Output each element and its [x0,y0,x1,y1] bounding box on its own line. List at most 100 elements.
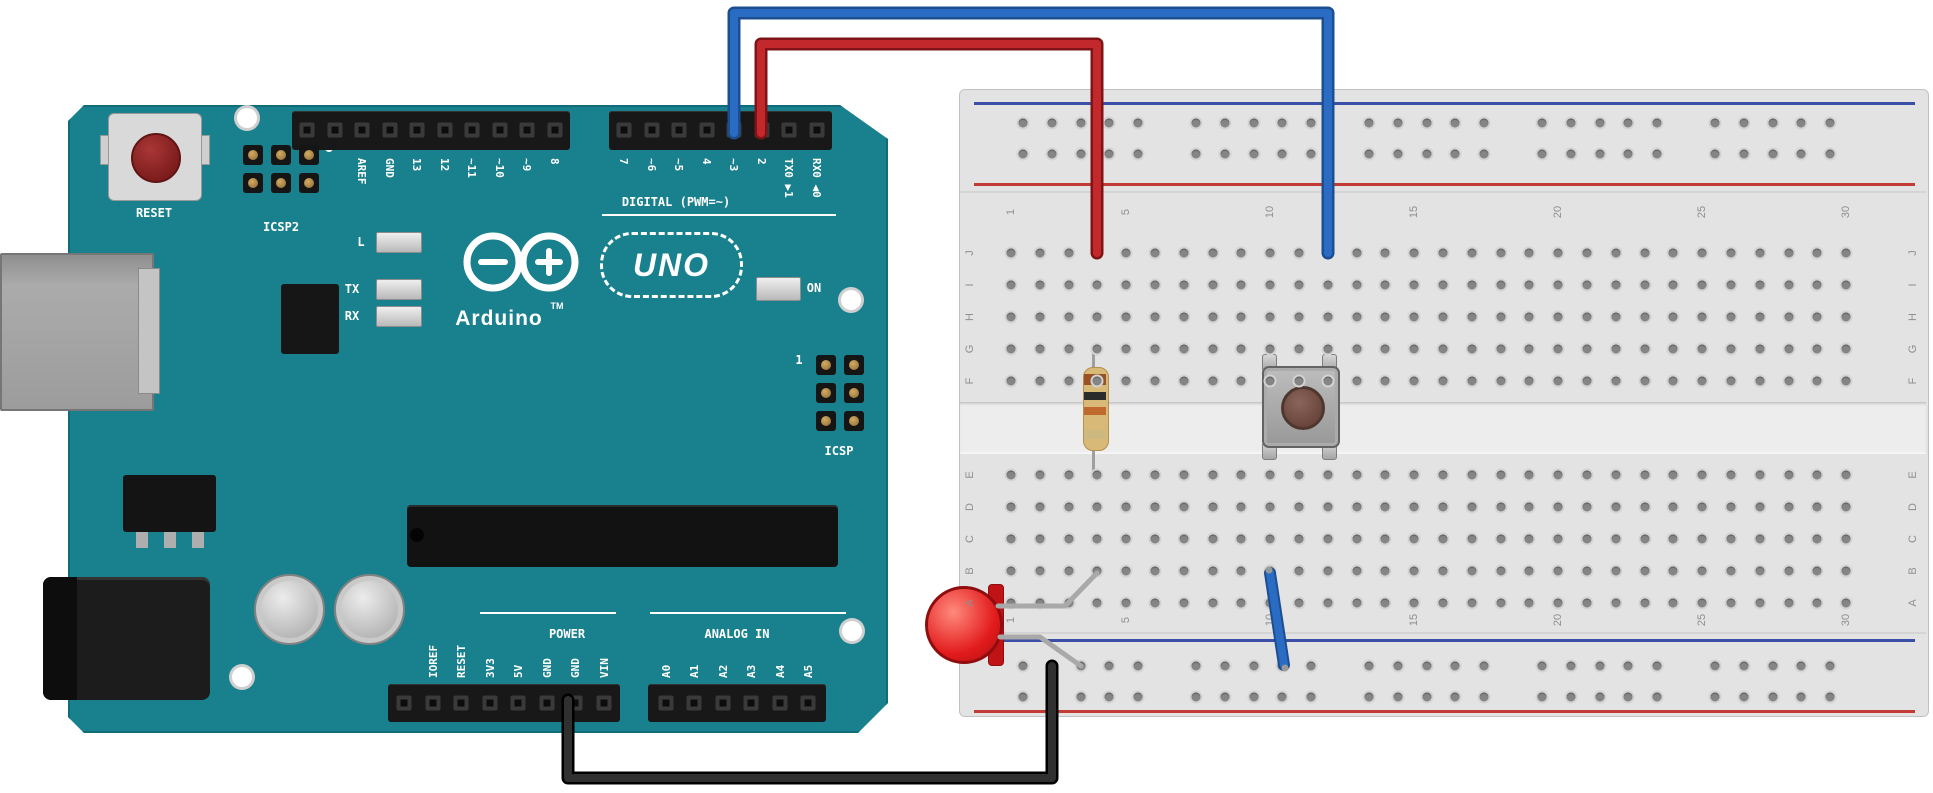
breadboard-hole [1841,344,1851,354]
breadboard-hole [1496,598,1506,608]
breadboard-hole [1524,280,1534,290]
breadboard-hole [1595,118,1605,128]
breadboard-hole [1524,470,1534,480]
breadboard-hole [1409,502,1419,512]
breadboard-hole [1479,118,1489,128]
breadboard-hole [1179,248,1189,258]
breadboard-hole [1812,376,1822,386]
breadboard-hole [1496,344,1506,354]
breadboard-hole [1739,692,1749,702]
breadboard-hole [1755,566,1765,576]
breadboard-hole [1179,376,1189,386]
breadboard-hole [1841,534,1851,544]
breadboard-hole [1640,280,1650,290]
breadboard-hole [1208,566,1218,576]
breadboard-hole [1352,502,1362,512]
breadboard-hole [1438,502,1448,512]
breadboard-hole [1537,149,1547,159]
resistor-lead [1092,446,1095,476]
breadboard-hole [1249,118,1259,128]
breadboard-hole [1047,149,1057,159]
pin-label: 4 [699,158,713,165]
breadboard-hole [1064,280,1074,290]
pin-label: 13 [410,158,424,172]
led-on-indicator [756,277,801,301]
breadboard-hole [1611,376,1621,386]
breadboard-hole [1755,280,1765,290]
header-pin [772,695,788,711]
breadboard-hole [1208,534,1218,544]
breadboard-hole [1566,692,1576,702]
breadboard-hole [1496,534,1506,544]
red-led[interactable] [925,586,1003,664]
row-letter: A [964,599,976,607]
usb-connector-lip [138,268,160,394]
breadboard-hole [1409,344,1419,354]
breadboard-hole [1277,661,1287,671]
header-pin [715,695,731,711]
breadboard-hole [1640,566,1650,576]
breadboard-hole [1582,534,1592,544]
breadboard-hole [1755,248,1765,258]
breadboard-hole [1323,312,1333,322]
breadboard-hole [1524,248,1534,258]
breadboard-hole [1323,344,1333,354]
icsp-pin [844,355,864,375]
breadboard-hole [1294,566,1304,576]
breadboard-hole [1553,376,1563,386]
breadboard-hole [1352,280,1362,290]
voltage-regulator [123,475,216,532]
power-caption: POWER [548,627,586,641]
brand-text: Arduino [455,307,543,330]
breadboard-hole [1323,502,1333,512]
row-letter: E [964,471,976,479]
reset-button-cap[interactable] [131,133,181,183]
row-letter: D [964,503,976,511]
icsp2-pin [271,173,291,193]
breadboard-hole [1006,598,1016,608]
header-pin [809,122,825,138]
breadboard-hole [1755,470,1765,480]
breadboard-hole [1755,534,1765,544]
breadboard-hole [1812,502,1822,512]
breadboard-hole [1640,344,1650,354]
breadboard-hole [1265,502,1275,512]
analog-header [648,684,826,722]
breadboard-hole [1018,149,1028,159]
breadboard-hole [1191,149,1201,159]
breadboard-hole [1755,598,1765,608]
column-number: 1 [1005,616,1017,624]
pin-label: AREF [355,158,369,185]
breadboard-hole [1755,376,1765,386]
breadboard-hole [1409,376,1419,386]
silk-line [602,214,836,216]
pushbutton-cap[interactable] [1281,386,1325,430]
row-letter: A [1907,599,1919,607]
breadboard-hole [1697,344,1707,354]
breadboard-hole [1640,312,1650,322]
breadboard-hole [1380,344,1390,354]
breadboard-hole [1006,344,1016,354]
header-pin [482,695,497,711]
breadboard-hole [1450,149,1460,159]
breadboard-hole [1496,502,1506,512]
mounting-hole [842,621,862,641]
breadboard-hole [1006,502,1016,512]
breadboard-hole [1104,692,1114,702]
icsp-label: ICSP [824,444,854,458]
breadboard-hole [1450,661,1460,671]
header-pin [539,695,554,711]
breadboard-hole [1364,692,1374,702]
breadboard-hole [1697,248,1707,258]
row-letter: G [964,344,976,354]
breadboard-hole [1582,248,1592,258]
header-pin [299,122,315,138]
breadboard-hole [1121,376,1131,386]
breadboard-hole [1380,598,1390,608]
icsp2-pin [271,145,291,165]
pin-label: A5 [802,664,815,678]
breadboard-hole [1150,566,1160,576]
breadboard-hole [1265,534,1275,544]
breadboard-hole [1479,661,1489,671]
breadboard-hole [1352,534,1362,544]
